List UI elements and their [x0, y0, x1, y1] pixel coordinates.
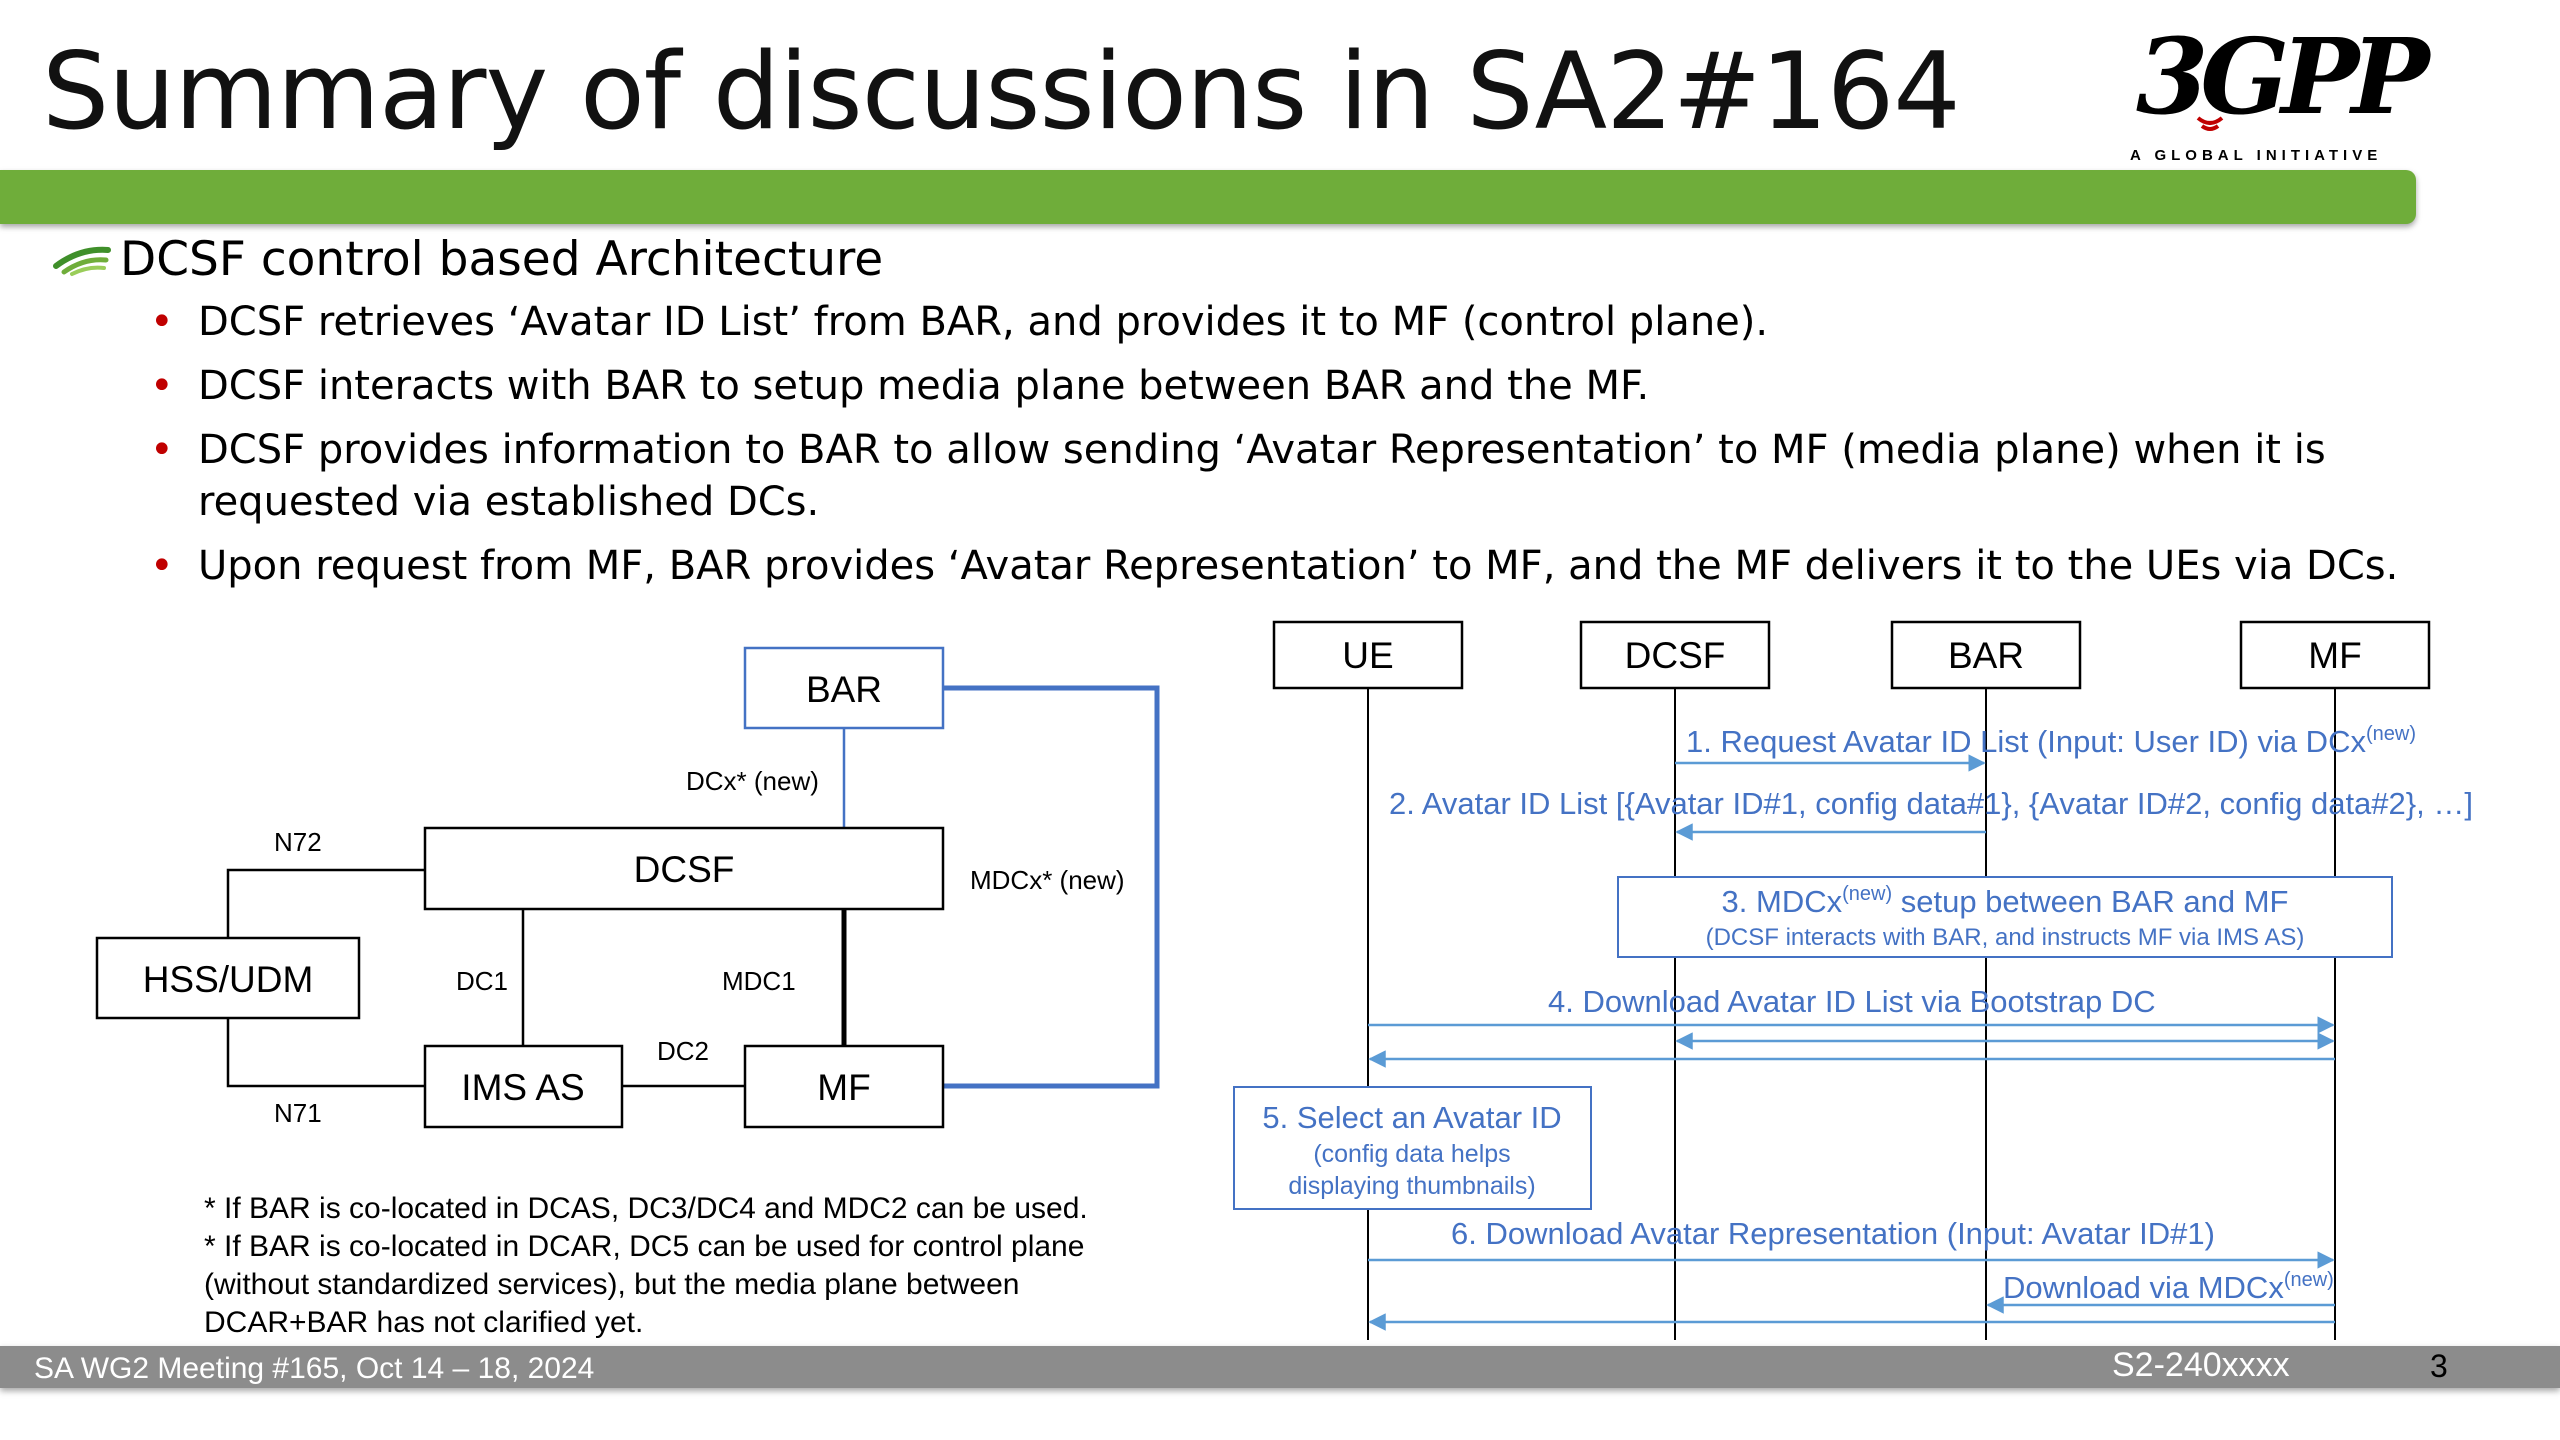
3gpp-logo: 3GPP A GLOBAL INITIATIVE	[2130, 15, 2440, 164]
ue-actor	[1272, 620, 1464, 690]
architecture-diagram: BAR DCSF HSS/UDM IMS AS MF DCx* (new) N7…	[95, 646, 1160, 1339]
step5-box	[1233, 1086, 1592, 1210]
mdcx-label: MDCx* (new)	[970, 865, 1125, 895]
title-underline-bar	[0, 170, 2416, 224]
ims-as-node	[423, 1044, 624, 1129]
step5-line2: displaying thumbnails)	[1288, 1172, 1535, 1200]
bullet-dot-icon: •	[150, 363, 174, 409]
dcsf-actor	[1579, 620, 1771, 690]
logo-tagline: A GLOBAL INITIATIVE	[2130, 147, 2382, 164]
footer-meeting: SA WG2 Meeting #165, Oct 14 – 18, 2024	[34, 1352, 595, 1385]
ue-actor-label: UE	[1342, 635, 1393, 676]
step2-label: 2. Avatar ID List [{Avatar ID#1, config …	[1389, 786, 2473, 821]
bar-actor	[1890, 620, 2082, 690]
n71-label: N71	[274, 1098, 322, 1128]
step3-label: 3. MDCx(new) setup between BAR and MF	[1722, 883, 2289, 919]
mf-node	[743, 1044, 945, 1129]
footer-page-number: 3	[2430, 1348, 2448, 1384]
note-line: DCAR+BAR has not clarified yet.	[204, 1306, 643, 1339]
mdc1-label: MDC1	[722, 966, 796, 996]
step5-line1: (config data helps	[1313, 1140, 1510, 1168]
logo-text: 3GPP	[2136, 15, 2432, 138]
dc2-label: DC2	[657, 1036, 709, 1066]
section-heading: DCSF control based Architecture	[120, 232, 884, 287]
step7-label: Download via MDCx(new)	[2003, 1269, 2334, 1305]
step1-sup: (new)	[2366, 723, 2416, 745]
step7-sup: (new)	[2284, 1269, 2334, 1291]
mdcx-link	[943, 685, 1160, 1089]
slide-title: Summary of discussions in SA2#164	[42, 30, 1961, 153]
note-line: * If BAR is co-located in DCAS, DC3/DC4 …	[204, 1192, 1088, 1225]
note-line: * If BAR is co-located in DCAR, DC5 can …	[204, 1230, 1084, 1263]
mf-actor-label: MF	[2308, 635, 2361, 676]
bullet-text: DCSF provides information to BAR to allo…	[198, 427, 2326, 525]
bar-node	[743, 646, 945, 730]
bullet-dot-icon: •	[150, 427, 174, 473]
step1-label: 1. Request Avatar ID List (Input: User I…	[1686, 723, 2416, 759]
step3-subtext: (DCSF interacts with BAR, and instructs …	[1706, 924, 2305, 951]
ims-as-node-label: IMS AS	[461, 1067, 584, 1108]
bullet-list: • DCSF retrieves ‘Avatar ID List’ from B…	[150, 296, 2490, 604]
dcx-label: DCx* (new)	[686, 766, 819, 796]
step3-box	[1617, 876, 2393, 958]
bullet-item: • Upon request from MF, BAR provides ‘Av…	[150, 540, 2490, 592]
bullet-dot-icon: •	[150, 299, 174, 345]
n72-label: N72	[274, 827, 322, 857]
step3-text-b: setup between BAR and MF	[1892, 884, 2288, 919]
footer-doc-number: S2-240xxxx	[2112, 1346, 2290, 1384]
mf-actor	[2239, 620, 2431, 690]
step5-title: 5. Select an Avatar ID	[1262, 1100, 1561, 1135]
sequence-diagram: UE DCSF BAR MF 1. Request Avatar ID List…	[1233, 620, 2473, 1340]
bullet-text: DCSF retrieves ‘Avatar ID List’ from BAR…	[198, 299, 1769, 345]
footer-bar	[0, 1346, 2560, 1388]
dcsf-actor-label: DCSF	[1625, 635, 1726, 676]
step1-text: 1. Request Avatar ID List (Input: User I…	[1686, 724, 2366, 759]
bullet-item: • DCSF retrieves ‘Avatar ID List’ from B…	[150, 296, 2490, 348]
n71-link	[226, 1018, 425, 1088]
mf-node-label: MF	[817, 1067, 870, 1108]
step4-label: 4. Download Avatar ID List via Bootstrap…	[1548, 984, 2156, 1019]
bullet-dot-icon: •	[150, 543, 174, 589]
step7-text: Download via MDCx	[2003, 1270, 2284, 1305]
hss-udm-node-label: HSS/UDM	[143, 959, 314, 1000]
step3-text-a: 3. MDCx	[1722, 884, 1843, 919]
step3-sup: (new)	[1842, 883, 1892, 905]
bullet-item: • DCSF interacts with BAR to setup media…	[150, 360, 2490, 412]
note-line: (without standardized services), but the…	[204, 1268, 1019, 1301]
step6-label: 6. Download Avatar Representation (Input…	[1451, 1216, 2215, 1251]
hss-udm-node	[95, 936, 361, 1020]
bar-node-label: BAR	[806, 669, 882, 710]
bullet-item: • DCSF provides information to BAR to al…	[150, 424, 2490, 528]
bullet-text: DCSF interacts with BAR to setup media p…	[198, 363, 1650, 409]
dcsf-node	[423, 826, 945, 911]
bullet-text: Upon request from MF, BAR provides ‘Avat…	[198, 543, 2399, 589]
heading-bullet-icon	[53, 246, 111, 276]
dc1-label: DC1	[456, 966, 508, 996]
bar-actor-label: BAR	[1948, 635, 2024, 676]
n72-link	[226, 868, 425, 938]
dcsf-node-label: DCSF	[634, 849, 735, 890]
